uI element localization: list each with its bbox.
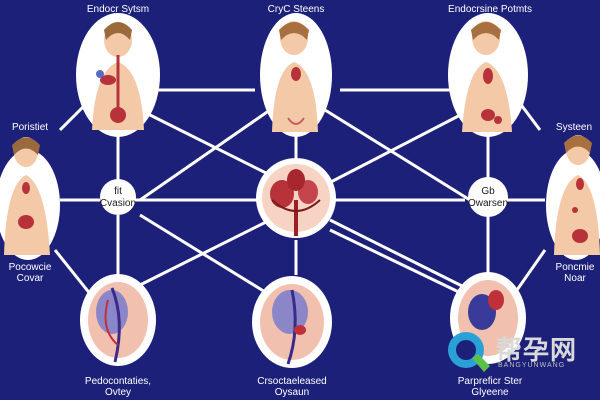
label-mid-right-bottom-1: Poncmie bbox=[555, 262, 595, 273]
label-mid-left-top: Poristiet bbox=[11, 122, 49, 133]
label-mid-left-bottom-2: Covar bbox=[16, 273, 44, 284]
connector-lines bbox=[53, 88, 547, 301]
label-right-node-2: Owarsen bbox=[467, 198, 508, 209]
figure-mid-left bbox=[0, 137, 60, 260]
watermark-sub: BANGYUNWANG bbox=[498, 362, 566, 369]
label-mid-left-bottom-1: Pocowcie bbox=[8, 262, 52, 273]
label-left-node-2: Cvasion bbox=[99, 198, 137, 209]
label-bottom-right-1: Parpreficr Ster bbox=[457, 376, 523, 387]
watermark-q-icon bbox=[448, 332, 490, 372]
central-organ-node bbox=[256, 158, 336, 238]
figure-top-center bbox=[260, 13, 332, 137]
watermark-logo: 帮孕网 BANGYUNWANG bbox=[444, 328, 584, 376]
right-small-node bbox=[468, 177, 508, 217]
label-bottom-right-2: Glyeene bbox=[471, 387, 509, 398]
label-bottom-left-2: Ovtey bbox=[104, 387, 132, 398]
label-mid-right-bottom-2: Noar bbox=[564, 273, 586, 284]
label-top-center: CryC Steens bbox=[267, 4, 325, 15]
figure-top-right bbox=[448, 13, 528, 137]
bottom-center-organ-node bbox=[252, 276, 332, 368]
label-bottom-left-1: Pedocontaties, bbox=[84, 376, 152, 387]
label-top-right: Endocrsine Potmts bbox=[448, 4, 532, 15]
label-mid-right-top: Systeen bbox=[555, 122, 593, 133]
label-bottom-center-1: Crsoctaeleased bbox=[257, 376, 327, 387]
figure-top-left bbox=[76, 13, 160, 137]
label-right-node-1: Gb bbox=[481, 186, 495, 197]
label-top-left: Endocr Sytsm bbox=[86, 4, 150, 15]
label-left-node-1: fit bbox=[114, 186, 122, 197]
watermark-brand: 帮孕网 bbox=[496, 335, 578, 365]
bottom-left-organ-node bbox=[80, 274, 156, 366]
left-small-node bbox=[100, 179, 136, 215]
label-bottom-center-2: Oysaun bbox=[274, 387, 310, 398]
figure-mid-right bbox=[546, 135, 600, 260]
